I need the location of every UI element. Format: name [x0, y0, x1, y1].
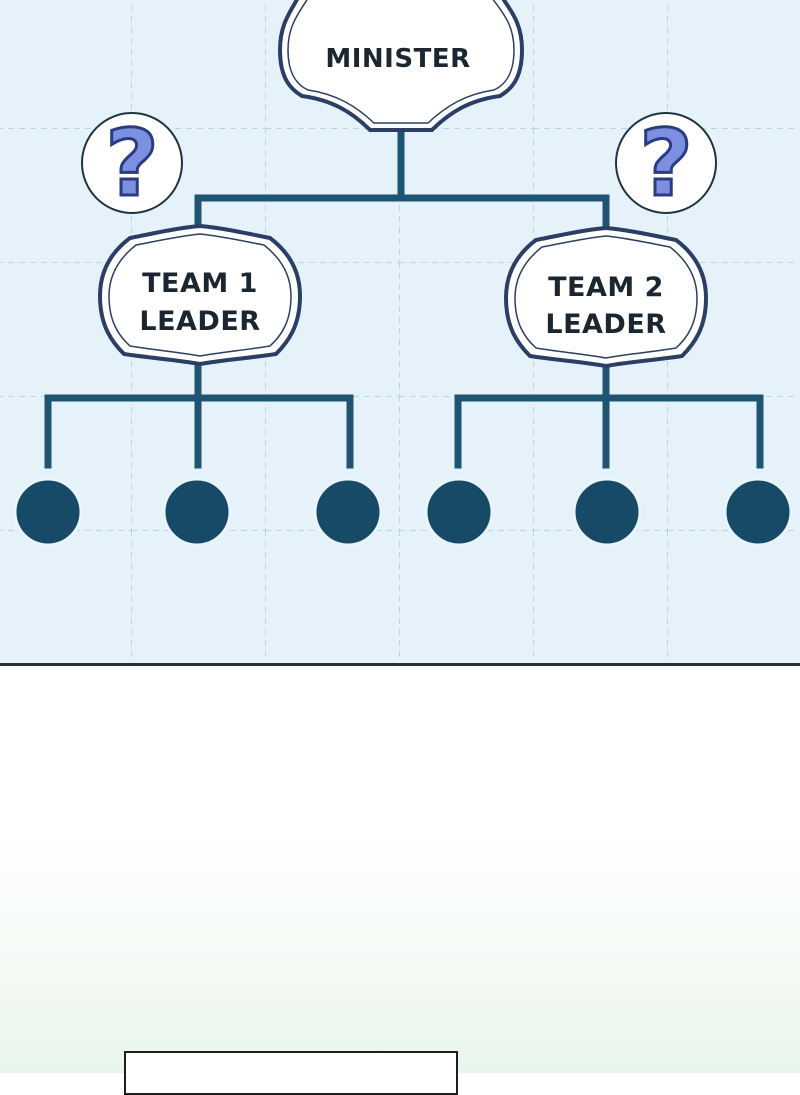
team-1-members	[13, 477, 383, 547]
team-2-members	[424, 477, 793, 547]
team-2-member-dot	[572, 477, 642, 547]
org-chart: MINISTER TEAM 1 LEADER TEAM 2 LEADER ? ?	[0, 0, 797, 657]
team-1-member-dot	[13, 477, 83, 547]
minister-node: MINISTER	[277, 0, 525, 132]
team-2-leader-node: TEAM 2 LEADER	[503, 225, 709, 369]
team-2-member-dot	[424, 477, 494, 547]
team-1-member-dot	[162, 477, 232, 547]
minister-label: MINISTER	[325, 44, 470, 74]
team-2-leader-line1: TEAM 2	[548, 272, 664, 303]
connectors	[44, 131, 764, 469]
lower-panel-background	[0, 666, 800, 1073]
org-chart-panel: MINISTER TEAM 1 LEADER TEAM 2 LEADER ? ?	[0, 0, 800, 666]
team-1-member-dot	[313, 477, 383, 547]
team-1-leader-line1: TEAM 1	[142, 268, 258, 299]
team-1-question-mark-icon: ?	[81, 109, 183, 219]
team-1-unknown-mark: ?	[105, 110, 158, 217]
team-2-question-mark-icon: ?	[615, 109, 717, 219]
team-1-leader-node: TEAM 1 LEADER	[97, 223, 303, 367]
team-2-unknown-mark: ?	[639, 110, 692, 217]
team-2-leader-line2: LEADER	[545, 309, 666, 340]
team-2-member-dot	[723, 477, 793, 547]
team-1-leader-line2: LEADER	[139, 306, 260, 337]
speech-box	[124, 1051, 458, 1095]
